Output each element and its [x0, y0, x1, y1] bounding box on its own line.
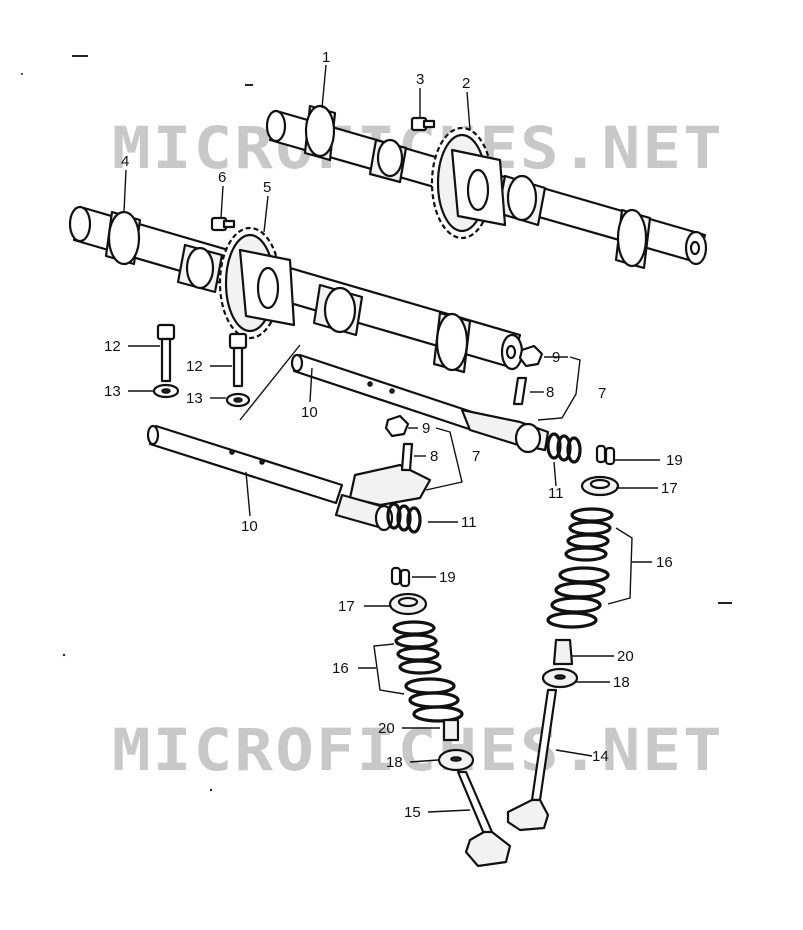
callout-11-lower: 11 — [461, 514, 477, 531]
callout-9-lower: 9 — [422, 420, 430, 437]
callout-10-lower: 10 — [241, 518, 258, 535]
stem-seal-right — [552, 638, 574, 666]
scan-specks — [21, 55, 732, 792]
adjuster-screw-lower — [400, 442, 414, 472]
callout-11-upper: 11 — [548, 485, 564, 502]
assembly-divider-line — [239, 344, 301, 421]
stem-seal-left — [442, 718, 460, 742]
callout-7-lower: 7 — [472, 448, 480, 465]
cam-sprocket-lower — [218, 226, 296, 340]
rocker-arm-upper — [460, 408, 550, 454]
sprocket-bolt-lower — [210, 216, 236, 232]
callout-10-upper: 10 — [301, 404, 318, 421]
spring-seat-right — [541, 667, 579, 689]
washer-13-right — [225, 392, 251, 408]
rocker-arm-lower — [334, 463, 432, 532]
callout-15: 15 — [404, 804, 421, 821]
spring-retainer-left — [388, 592, 428, 616]
callout-5: 5 — [263, 179, 271, 196]
camshaft-lower — [68, 205, 524, 374]
callout-13-right: 13 — [186, 390, 203, 407]
washer-13-left — [152, 383, 180, 399]
valve-intake-left — [456, 770, 512, 868]
sprocket-bolt-upper — [410, 116, 436, 132]
callout-18-left: 18 — [386, 754, 403, 771]
callout-14: 14 — [592, 748, 609, 765]
callout-4: 4 — [121, 153, 129, 170]
callout-20-left: 20 — [378, 720, 395, 737]
bolt-12-right — [228, 332, 248, 388]
spring-11-lower — [386, 502, 422, 534]
callout-19-left: 19 — [439, 569, 456, 586]
callout-16-left: 16 — [332, 660, 349, 677]
callout-3: 3 — [416, 71, 424, 88]
callout-18-right: 18 — [613, 674, 630, 691]
spring-11-upper — [546, 432, 582, 464]
callout-19-right: 19 — [666, 452, 683, 469]
callout-17-left: 17 — [338, 598, 355, 615]
bolt-12-left — [156, 323, 176, 383]
callout-17-right: 17 — [661, 480, 678, 497]
callout-8-lower: 8 — [430, 448, 438, 465]
callout-12-right: 12 — [186, 358, 203, 375]
callout-20-right: 20 — [617, 648, 634, 665]
callout-12-left: 12 — [104, 338, 121, 355]
callout-1: 1 — [322, 49, 330, 66]
adjuster-screw-upper — [512, 376, 528, 406]
spring-retainer-right — [580, 475, 620, 497]
spring-seat-left — [437, 748, 475, 772]
callout-13-left: 13 — [104, 383, 121, 400]
callout-8-upper: 8 — [546, 384, 554, 401]
callout-9-upper: 9 — [552, 349, 560, 366]
callout-6: 6 — [218, 169, 226, 186]
rocker-shaft-lower — [146, 424, 344, 505]
callout-7-upper: 7 — [598, 385, 606, 402]
cam-sprocket-upper — [430, 126, 507, 240]
leader-lines — [123, 64, 660, 813]
watermark-bottom: MICROFICHES.NET — [112, 716, 724, 784]
adjuster-nut-lower — [384, 414, 410, 438]
valve-spring-right — [546, 507, 614, 629]
valve-exhaust-right — [506, 688, 558, 832]
adjuster-nut-upper — [518, 344, 544, 368]
valve-spring-left — [392, 620, 464, 723]
valve-cotter-right — [595, 444, 616, 466]
valve-cotter-left — [390, 566, 411, 588]
callout-2: 2 — [462, 75, 470, 92]
callout-16-right: 16 — [656, 554, 673, 571]
